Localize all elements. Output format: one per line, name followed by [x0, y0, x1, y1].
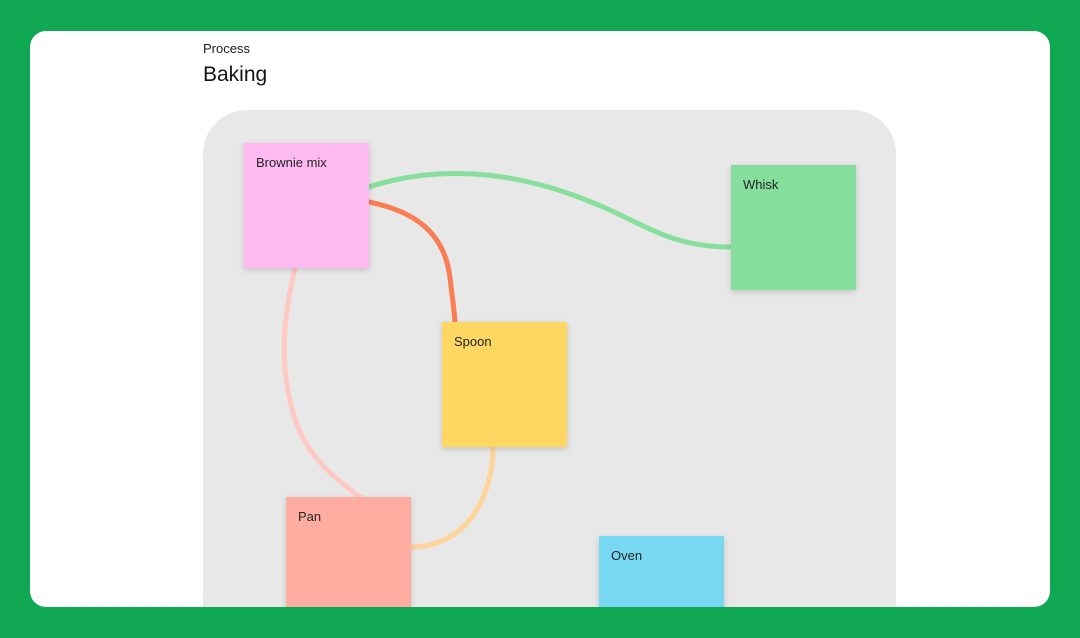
board-category-label: Process [203, 41, 250, 56]
connector-brownie-mix-to-pan[interactable] [281, 265, 363, 500]
connector-spoon-to-pan[interactable] [408, 444, 496, 550]
board-title: Baking [203, 63, 268, 86]
sticky-note-pan-label: Pan [298, 509, 322, 524]
sticky-note-brownie-mix[interactable]: Brownie mix [244, 143, 369, 268]
sticky-note-oven-label: Oven [611, 548, 643, 563]
whiteboard-canvas[interactable]: Brownie mix Whisk Spoon Pan Oven [203, 110, 896, 607]
sticky-note-whisk[interactable]: Whisk [731, 165, 856, 290]
board-header: Process Baking [203, 41, 267, 87]
connectors-layer [281, 171, 734, 550]
board-card: Process Baking Brownie mix Whisk Spoon P… [30, 31, 1050, 607]
connector-brownie-mix-to-whisk[interactable] [366, 171, 734, 250]
sticky-note-brownie-mix-label: Brownie mix [256, 155, 327, 170]
connector-brownie-mix-to-spoon[interactable] [366, 199, 458, 325]
sticky-note-pan[interactable]: Pan [286, 497, 411, 607]
sticky-note-spoon-label: Spoon [454, 334, 492, 349]
sticky-note-oven[interactable]: Oven [599, 536, 724, 607]
sticky-note-spoon[interactable]: Spoon [442, 322, 567, 447]
sticky-note-whisk-label: Whisk [743, 177, 779, 192]
